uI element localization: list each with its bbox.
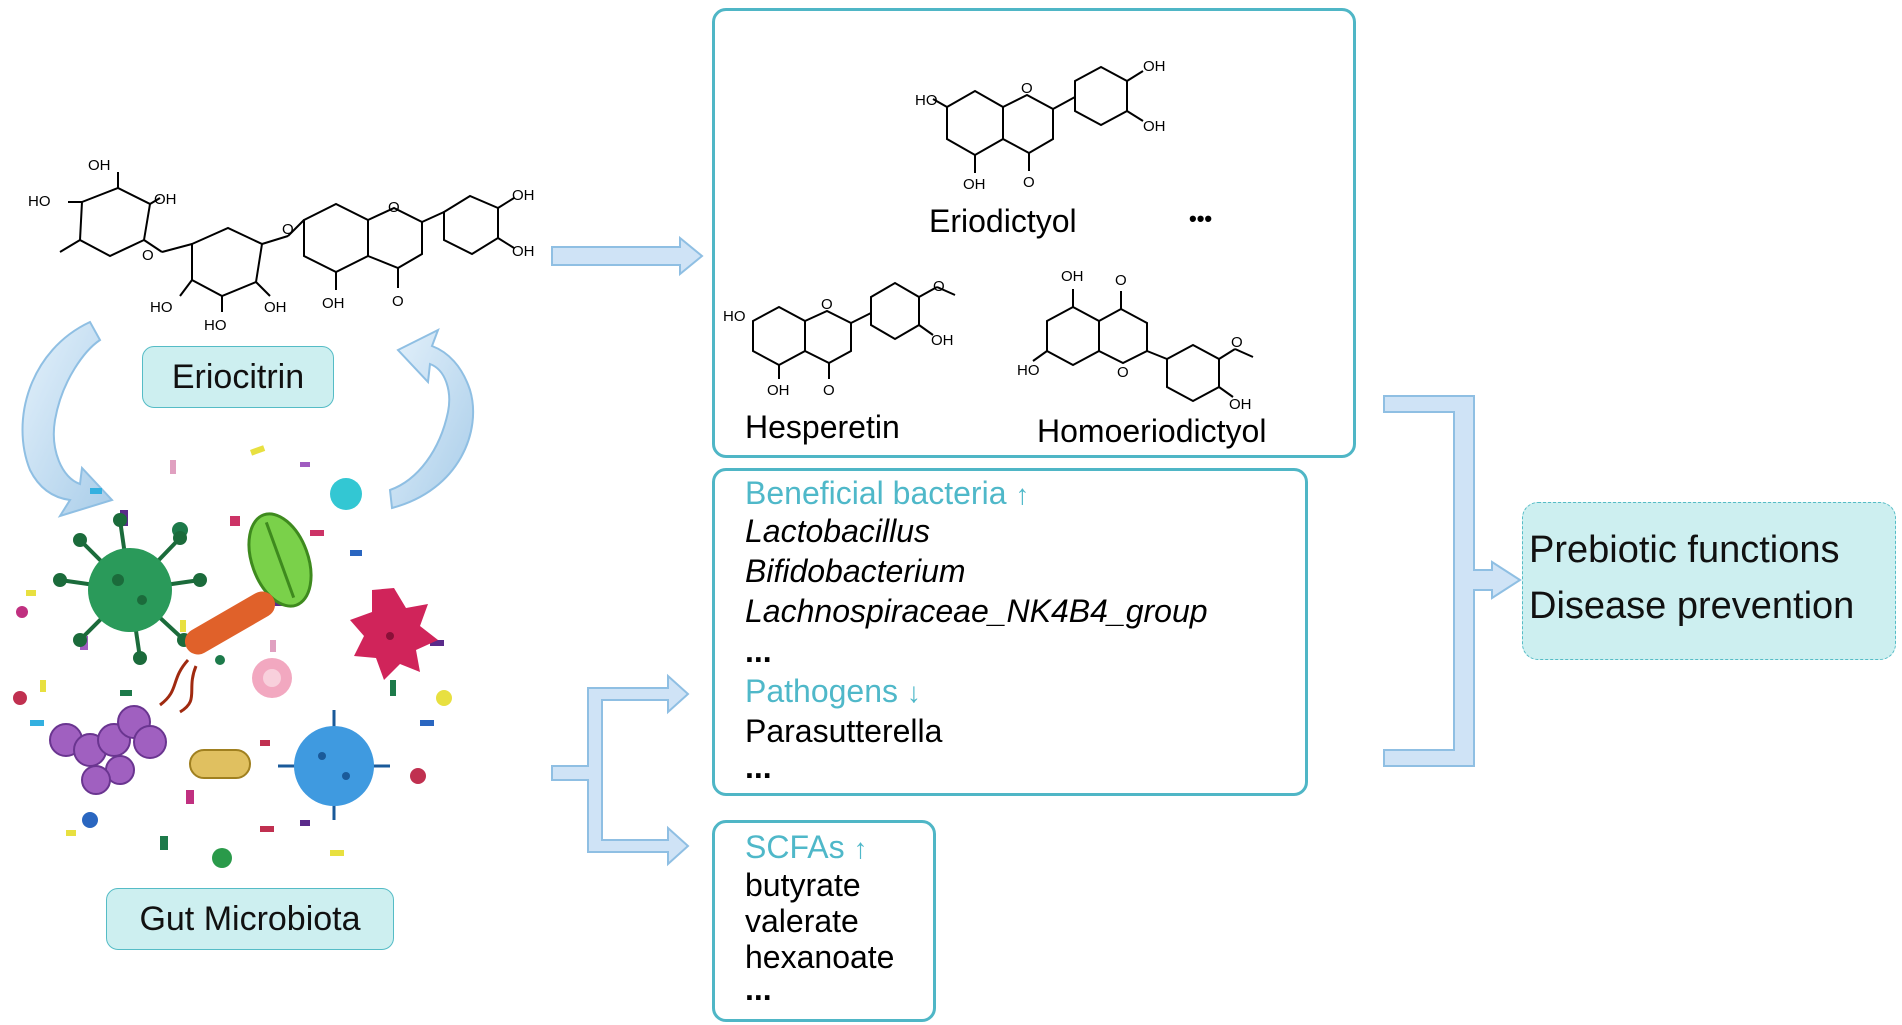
- o-label: O: [142, 247, 154, 264]
- scfa-title: SCFAs ↑: [745, 827, 867, 869]
- decrease-arrow-icon: ↓: [906, 677, 921, 708]
- ho-label: HO: [204, 317, 227, 334]
- outcome-box: Prebiotic functions Disease prevention: [1522, 502, 1896, 660]
- list-item: Parasutterella: [745, 713, 943, 749]
- oh-label: OH: [931, 332, 954, 349]
- blue-virus: [278, 710, 390, 820]
- crimson-bacterium: [350, 588, 438, 680]
- purple-bead-chain: [49, 705, 167, 795]
- homoeriodictyol-structure: OH O HO O O OH: [1017, 268, 1254, 411]
- beneficial-bacteria-label: Beneficial bacteria: [745, 475, 1007, 511]
- eriodictyol-name: Eriodictyol: [929, 203, 1077, 239]
- gut-microbiota-illustration: [13, 445, 452, 868]
- beneficial-bacteria-title: Beneficial bacteria ↑: [745, 473, 1029, 515]
- o-label: O: [282, 221, 294, 238]
- list-item: Lachnospiraceae_NK4B4_group: [745, 593, 1208, 629]
- ho-label: HO: [150, 299, 173, 316]
- o-label: O: [388, 199, 400, 216]
- increase-arrow-icon: ↑: [853, 833, 868, 864]
- eriodictyol-structure: HO O OH OH OH O: [915, 58, 1166, 193]
- oh-label: OH: [154, 191, 177, 208]
- o-label: O: [933, 278, 945, 295]
- scfa-label: SCFAs: [745, 829, 845, 865]
- list-item: Lactobacillus: [745, 513, 930, 549]
- list-item: valerate: [745, 903, 859, 939]
- o-label: O: [1231, 334, 1243, 351]
- o-label: O: [1021, 80, 1033, 97]
- o-label: O: [823, 382, 835, 399]
- oh-label: OH: [1143, 58, 1166, 75]
- oh-label: OH: [1229, 396, 1252, 411]
- oh-label: OH: [264, 299, 287, 316]
- oh-label: OH: [88, 160, 111, 174]
- beneficial-more: ...: [745, 633, 772, 669]
- lime-bacterium: [247, 512, 313, 608]
- o-label: O: [1115, 272, 1127, 289]
- oh-label: OH: [1143, 118, 1166, 135]
- o-label: O: [1117, 364, 1129, 381]
- list-item: butyrate: [745, 867, 861, 903]
- increase-arrow-icon: ↑: [1015, 479, 1030, 510]
- arrow-to-metabolites: [551, 235, 704, 277]
- ho-label: HO: [28, 193, 51, 210]
- hesperetin-name: Hesperetin: [745, 409, 900, 445]
- confetti-dots: [13, 445, 452, 868]
- oh-label: OH: [512, 243, 535, 260]
- pathogens-label: Pathogens: [745, 673, 899, 709]
- o-label: O: [1023, 174, 1035, 191]
- homoeriodictyol-name: Homoeriodictyol: [1037, 413, 1267, 449]
- oh-label: OH: [512, 187, 535, 204]
- eriocitrin-structure: OH HO OH O HO HO OH O O OH O OH OH: [28, 160, 535, 334]
- curved-arrow-up-right: [388, 327, 475, 510]
- more-metabolites-ellipsis: •••: [1189, 206, 1213, 231]
- scfa-box: SCFAs ↑ butyrate valerate hexanoate ...: [712, 820, 936, 1022]
- list-item: hexanoate: [745, 939, 895, 975]
- oh-label: OH: [963, 176, 986, 193]
- ho-label: HO: [915, 92, 938, 109]
- oh-label: OH: [322, 295, 345, 312]
- pink-cell-cluster: [252, 658, 292, 698]
- green-virus: [53, 513, 207, 665]
- scfa-more: ...: [745, 971, 772, 1007]
- pathogens-title: Pathogens ↓: [745, 671, 921, 713]
- ho-label: HO: [1017, 362, 1040, 379]
- branch-arrow: [551, 673, 690, 867]
- curved-arrow-down-left: [21, 320, 114, 518]
- o-label: O: [392, 293, 404, 310]
- yellow-bacterium: [189, 749, 251, 779]
- bacteria-box: Beneficial bacteria ↑ Lactobacillus Bifi…: [712, 468, 1308, 796]
- o-label: O: [821, 296, 833, 313]
- metabolites-box: HO O OH OH OH O Eriodictyol ••• HO O O O…: [712, 8, 1356, 458]
- eriocitrin-label: Eriocitrin: [142, 346, 334, 408]
- outcome-line-2: Disease prevention: [1529, 585, 1855, 627]
- oh-label: OH: [1061, 268, 1084, 285]
- oh-label: OH: [767, 382, 790, 399]
- hesperetin-structure: HO O O OH OH O: [723, 278, 956, 399]
- ho-label: HO: [723, 308, 746, 325]
- list-item: Bifidobacterium: [745, 553, 966, 589]
- pathogens-more: ...: [745, 749, 772, 785]
- bracket-arrow: [1383, 395, 1522, 767]
- gut-microbiota-label: Gut Microbiota: [106, 888, 394, 950]
- orange-rod-bacterium: [159, 591, 276, 714]
- outcome-line-1: Prebiotic functions: [1529, 529, 1840, 571]
